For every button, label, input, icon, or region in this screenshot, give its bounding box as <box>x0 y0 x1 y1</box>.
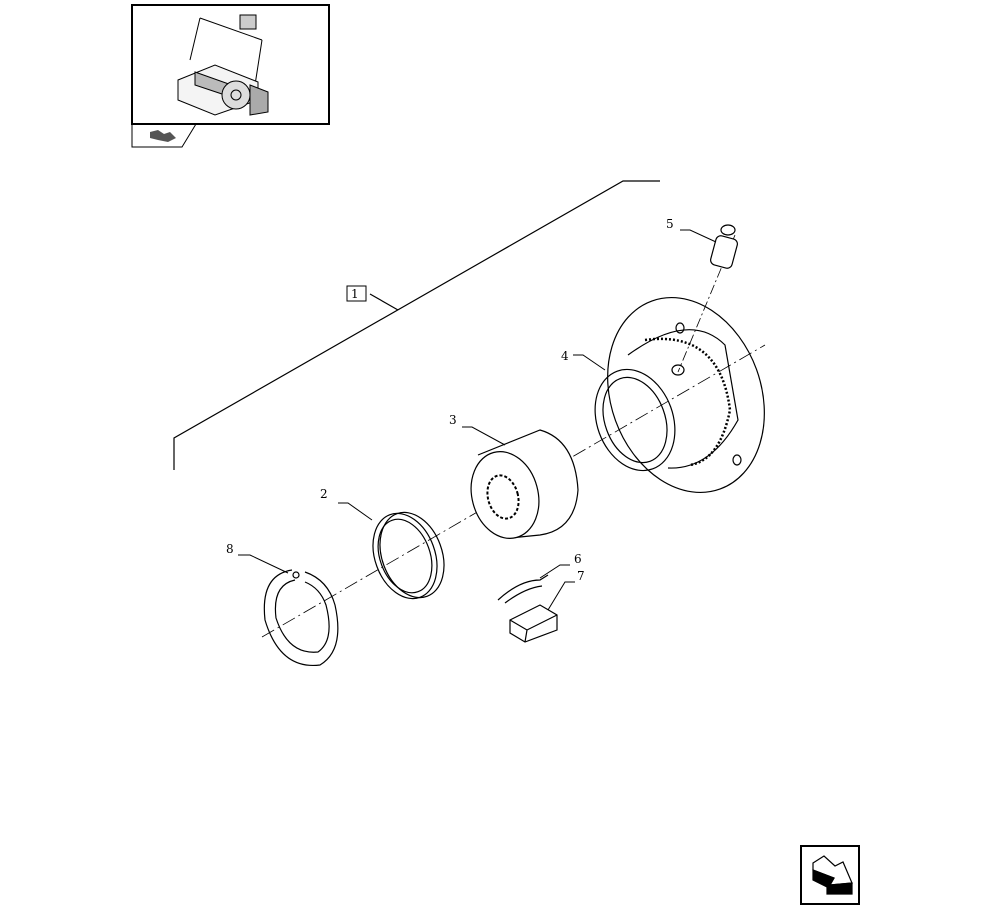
back-icon[interactable] <box>131 123 197 148</box>
leader-lines <box>238 229 717 611</box>
next-page-icon[interactable] <box>800 845 860 905</box>
part-8-circlip[interactable] <box>263 569 339 667</box>
part-5-grease-nipple[interactable] <box>709 224 738 269</box>
part-6-shim[interactable] <box>497 574 549 601</box>
part-7-key[interactable] <box>509 604 558 643</box>
part-2-ring[interactable] <box>362 503 455 607</box>
part-3-splined-hub[interactable] <box>462 429 579 546</box>
overview-thumbnail[interactable] <box>131 4 330 125</box>
assembly-label-box <box>346 285 367 302</box>
assembly-bracket <box>173 180 660 470</box>
part-4-housing[interactable] <box>581 275 790 514</box>
